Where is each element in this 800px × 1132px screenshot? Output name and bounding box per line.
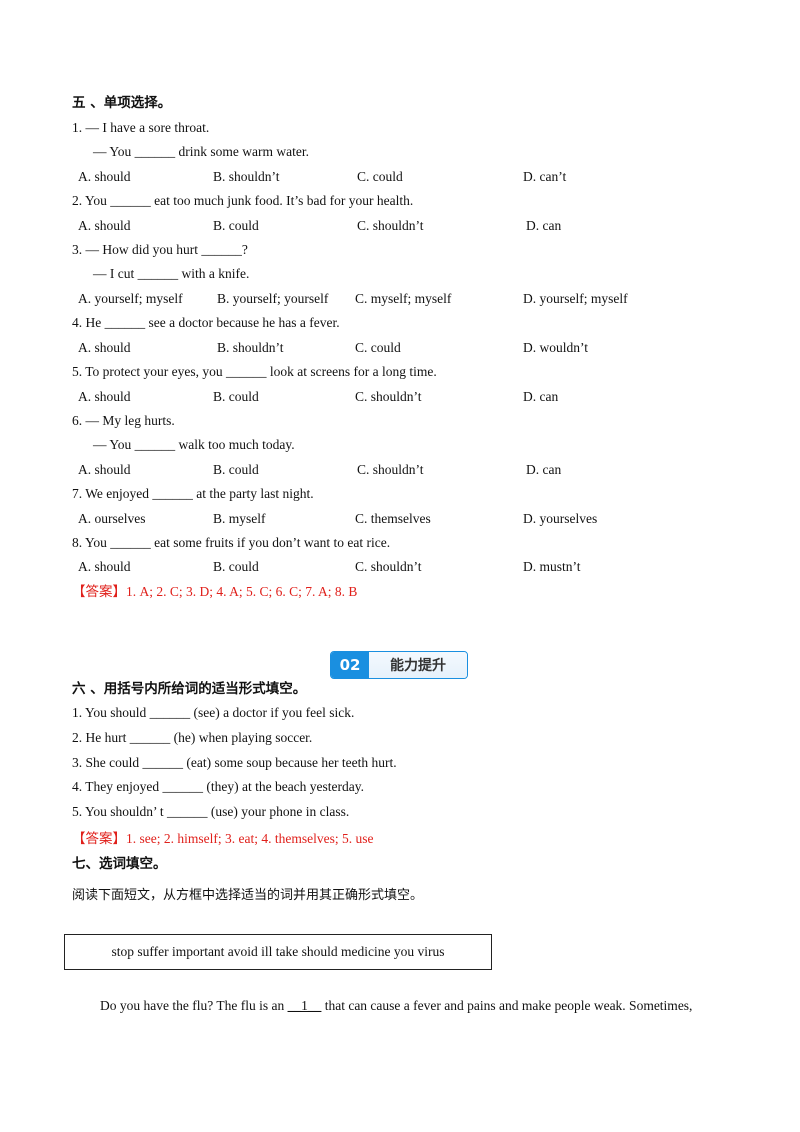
question-1-option-c: C. could [357, 169, 403, 184]
section7-instruction: 阅读下面短文，从方框中选择适当的词并用其正确形式填空。 [72, 888, 424, 903]
question-8-option-c: C. shouldn’t [355, 559, 422, 574]
question-1-option-a: A. should [78, 169, 131, 184]
question-2-option-a: A. should [78, 218, 131, 233]
passage-start: Do you have the flu? The flu is an [100, 998, 288, 1013]
passage-end: that can cause a fever and pains and mak… [321, 998, 693, 1013]
question-6-line-1: 6. — My leg hurts. [72, 413, 175, 428]
passage-line-1: Do you have the flu? The flu is an __1__… [100, 997, 692, 1015]
question-7-line-1: 7. We enjoyed ______ at the party last n… [72, 486, 314, 501]
question-6-option-a: A. should [78, 462, 131, 477]
section5-heading: 五 、单项选择。 [72, 95, 172, 111]
question-4-option-c: C. could [355, 340, 401, 355]
question-3-line-2: — I cut ______ with a knife. [93, 266, 250, 281]
question-5-option-c: C. shouldn’t [355, 389, 422, 404]
answer-text: 1. see; 2. himself; 3. eat; 4. themselve… [126, 831, 374, 846]
question-5-line-1: 5. To protect your eyes, you ______ look… [72, 364, 437, 379]
question-1-line-1: 1. — I have a sore throat. [72, 120, 210, 135]
question-3-option-c: C. myself; myself [355, 291, 452, 306]
question-5-option-a: A. should [78, 389, 131, 404]
question-7-option-d: D. yourselves [523, 511, 598, 526]
question-7-option-c: C. themselves [355, 511, 431, 526]
question-8-option-a: A. should [78, 559, 131, 574]
question-7-option-a: A. ourselves [78, 511, 146, 526]
question-8-option-d: D. mustn’t [523, 559, 581, 574]
fill-item-2: 2. He hurt ______ (he) when playing socc… [72, 730, 313, 745]
blank-1: __1__ [287, 998, 322, 1013]
section7-heading: 七、选词填空。 [72, 856, 167, 872]
question-3-option-a: A. yourself; myself [78, 291, 183, 306]
question-6-option-d: D. can [526, 462, 562, 477]
question-8-option-b: B. could [213, 559, 259, 574]
section6-answer: 【答案】1. see; 2. himself; 3. eat; 4. thems… [72, 830, 373, 848]
section6-heading: 六 、用括号内所给词的适当形式填空。 [72, 681, 307, 697]
answer-text: 1. A; 2. C; 3. D; 4. A; 5. C; 6. C; 7. A… [126, 584, 358, 599]
question-2-option-c: C. shouldn’t [357, 218, 424, 233]
question-4-option-d: D. wouldn’t [523, 340, 589, 355]
word-box: stop suffer important avoid ill take sho… [64, 934, 492, 970]
question-2-option-d: D. can [526, 218, 562, 233]
question-6-line-2: — You ______ walk too much today. [93, 437, 295, 452]
question-4-option-a: A. should [78, 340, 131, 355]
question-1-line-2: — You ______ drink some warm water. [93, 144, 309, 159]
question-3-option-d: D. yourself; myself [523, 291, 628, 306]
answer-tag: 【答案】 [72, 831, 126, 847]
question-1-option-b: B. shouldn’t [213, 169, 280, 184]
section-banner: 02 能力提升 [330, 651, 468, 679]
question-8-line-1: 8. You ______ eat some fruits if you don… [72, 535, 391, 550]
question-7-option-b: B. myself [213, 511, 266, 526]
fill-item-1: 1. You should ______ (see) a doctor if y… [72, 705, 355, 720]
fill-item-4: 4. They enjoyed ______ (they) at the bea… [72, 779, 365, 794]
question-2-option-b: B. could [213, 218, 259, 233]
fill-item-5: 5. You shouldn’ t ______ (use) your phon… [72, 804, 350, 819]
question-2-line-1: 2. You ______ eat too much junk food. It… [72, 193, 414, 208]
section5-answer: 【答案】1. A; 2. C; 3. D; 4. A; 5. C; 6. C; … [72, 583, 357, 601]
question-5-option-d: D. can [523, 389, 559, 404]
question-4-line-1: 4. He ______ see a doctor because he has… [72, 315, 340, 330]
question-3-line-1: 3. — How did you hurt ______? [72, 242, 248, 257]
question-3-option-b: B. yourself; yourself [217, 291, 329, 306]
question-6-option-c: C. shouldn’t [357, 462, 424, 477]
question-4-option-b: B. shouldn’t [217, 340, 284, 355]
question-5-option-b: B. could [213, 389, 259, 404]
question-6-option-b: B. could [213, 462, 259, 477]
answer-tag: 【答案】 [72, 584, 126, 600]
banner-number: 02 [331, 652, 369, 678]
question-1-option-d: D. can’t [523, 169, 567, 184]
banner-title: 能力提升 [369, 652, 467, 678]
fill-item-3: 3. She could ______ (eat) some soup beca… [72, 755, 397, 770]
